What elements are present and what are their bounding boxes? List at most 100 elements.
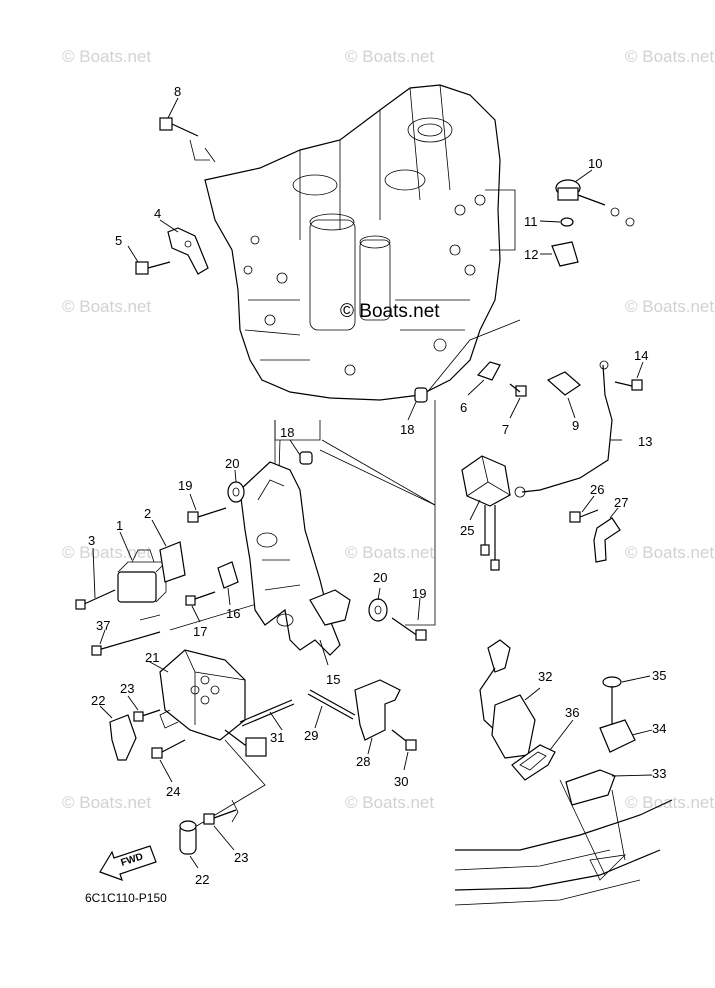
diagram-code: 6C1C110-P150: [85, 891, 167, 905]
callout-18-mid: 18: [280, 425, 294, 440]
watermark: © Boats.net: [625, 297, 714, 316]
part-22-connector-bottom: [179, 820, 199, 869]
callout-30: 30: [394, 774, 408, 789]
part-18-collar-mid: [289, 439, 313, 465]
assembly-lines: [139, 189, 521, 831]
part-36-grommet: [511, 719, 574, 781]
callout-5: 5: [115, 233, 122, 248]
callout-15: 15: [326, 672, 340, 687]
callout-37: 37: [96, 618, 110, 633]
callout-28: 28: [356, 754, 370, 769]
part-31-strap: [239, 699, 295, 731]
callout-23-bottom: 23: [234, 850, 248, 865]
callout-2: 2: [144, 506, 151, 521]
watermark: © Boats.net: [625, 793, 714, 812]
part-3-bolt: [75, 547, 116, 610]
part-27-cap: [593, 507, 621, 563]
part-11-ring: [539, 217, 574, 227]
callout-22-bottom: 22: [195, 872, 209, 887]
callout-35: 35: [652, 668, 666, 683]
watermark: © Boats.net: [345, 47, 434, 66]
part-6-plate: [467, 361, 501, 396]
callout-23-mid: 23: [120, 681, 134, 696]
part-32-connector: [479, 639, 541, 759]
callout-6: 6: [460, 400, 467, 415]
callout-14: 14: [634, 348, 648, 363]
part-4-bracket: [159, 219, 209, 275]
part-12-clip: [540, 241, 579, 267]
part-29-strap: [307, 689, 356, 729]
callout-21: 21: [145, 650, 159, 665]
callout-27: 27: [614, 495, 628, 510]
part-15-bracket: [239, 461, 351, 666]
part-8-bolt: [159, 97, 216, 163]
part-17-bolt: [185, 591, 216, 623]
part-28-bracket: [354, 679, 401, 755]
part-5-bolt: [127, 245, 171, 275]
callout-20-mid: 20: [373, 570, 387, 585]
callout-11: 11: [524, 214, 538, 229]
callout-31: 31: [270, 730, 284, 745]
callout-10: 10: [588, 156, 602, 171]
callout-3: 3: [88, 533, 95, 548]
center-watermark: © Boats.net: [340, 301, 440, 322]
callout-29: 29: [304, 728, 318, 743]
callout-22-mid: 22: [91, 693, 105, 708]
callout-32: 32: [538, 669, 552, 684]
part-13-wire: [514, 360, 622, 498]
part-19-bolt-top: [187, 493, 227, 523]
watermark: © Boats.net: [62, 793, 151, 812]
callout-1: 1: [116, 518, 123, 533]
callout-9: 9: [572, 418, 579, 433]
part-2-cover: [151, 519, 186, 583]
fwd-arrow: FWD: [99, 845, 157, 881]
callouts: 1 2 3 4 5 6 7 8 9 10 11 12 13 14 15 16 1…: [88, 84, 666, 887]
watermark: © Boats.net: [625, 47, 714, 66]
callout-17: 17: [193, 624, 207, 639]
part-9-clamp: [546, 371, 581, 419]
callout-25: 25: [460, 523, 474, 538]
part-1-relay: [117, 531, 167, 603]
watermark: © Boats.net: [62, 47, 151, 66]
callout-7: 7: [502, 422, 509, 437]
part-34-clamp: [599, 719, 653, 753]
callout-24: 24: [166, 784, 180, 799]
callout-18-top: 18: [400, 422, 414, 437]
callout-12: 12: [524, 247, 538, 262]
part-35-bolt: [602, 675, 651, 730]
part-10-fitting: [555, 169, 635, 227]
part-20-grommet-mid: [368, 587, 388, 622]
callout-26: 26: [590, 482, 604, 497]
callout-19-top: 19: [178, 478, 192, 493]
callout-36: 36: [565, 705, 579, 720]
part-30-bolt: [391, 729, 417, 771]
callout-16: 16: [226, 606, 240, 621]
part-22-connector-mid: [99, 705, 137, 761]
callout-8: 8: [174, 84, 181, 99]
callout-4: 4: [154, 206, 161, 221]
watermark: © Boats.net: [345, 793, 434, 812]
watermark: © Boats.net: [62, 543, 151, 562]
callout-19-mid: 19: [412, 586, 426, 601]
watermark: © Boats.net: [625, 543, 714, 562]
part-21-rectifier: [149, 649, 267, 757]
callout-34: 34: [652, 721, 666, 736]
part-25-coil: [461, 455, 511, 571]
callout-13: 13: [638, 434, 652, 449]
part-14-bolt: [614, 361, 644, 391]
part-16-clip: [217, 561, 239, 606]
part-24-bolt: [151, 739, 186, 783]
engine-block: [204, 84, 501, 401]
part-23-bolt-mid: [127, 695, 161, 722]
callout-20-top: 20: [225, 456, 239, 471]
part-7-bolt: [509, 383, 527, 419]
part-20-grommet-top: [227, 469, 245, 503]
part-19-bolt-mid: [391, 597, 427, 641]
part-37-screw: [91, 629, 161, 656]
watermark: © Boats.net: [345, 543, 434, 562]
part-33-plate: [565, 769, 653, 806]
watermark: © Boats.net: [62, 297, 151, 316]
part-26-bolt: [569, 495, 599, 523]
part-18-collar-top: [407, 387, 428, 421]
